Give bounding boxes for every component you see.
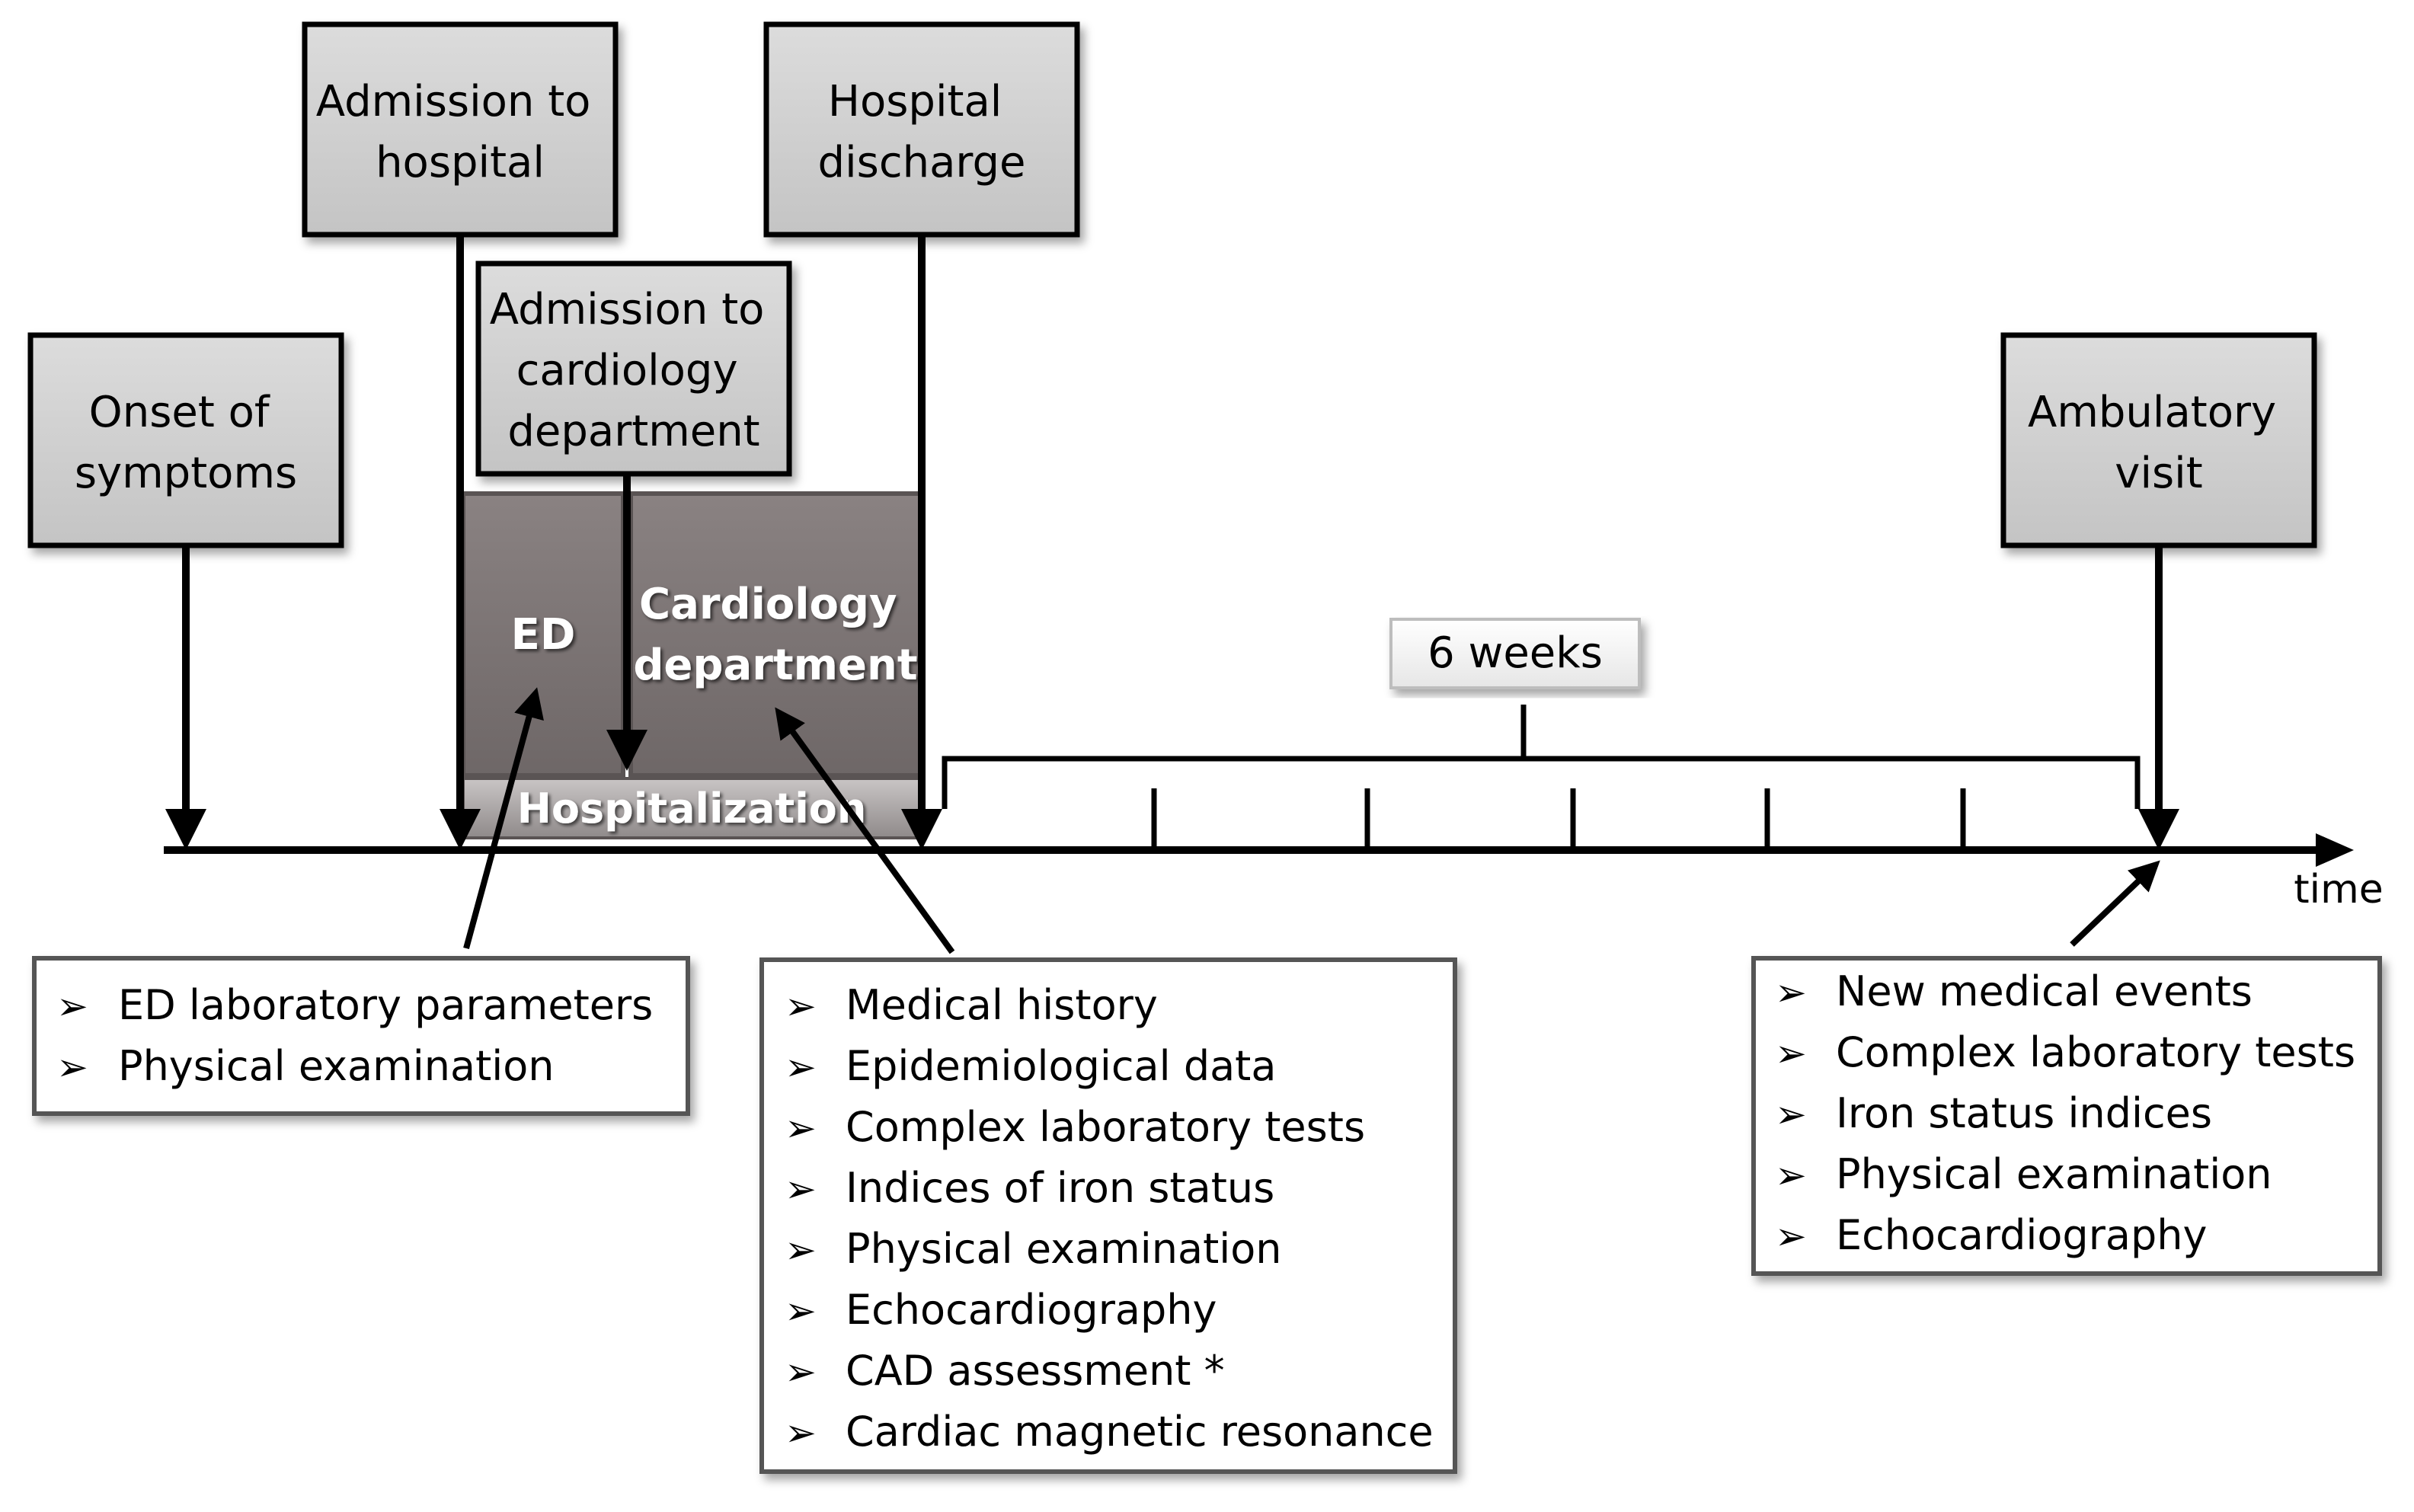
ambulatory-list-item: Iron status indices <box>1836 1089 2212 1137</box>
pointer-arrows <box>463 687 2160 954</box>
bullet-arrow-icon: ➢ <box>1775 1092 1807 1136</box>
bullet-arrow-icon: ➢ <box>56 984 88 1028</box>
ambulatory-list-item: Physical examination <box>1836 1150 2272 1198</box>
admission-hospital-arrow <box>440 235 481 850</box>
cardiology-list-item: Cardiac magnetic resonance <box>846 1408 1434 1456</box>
ambulatory-label-line2: visit <box>2115 449 2202 498</box>
ambulatory-label-line1: Ambulatory <box>2028 388 2276 437</box>
milestone-arrows <box>165 235 2179 850</box>
admission-cardiology-label-line1: Admission to <box>490 285 765 334</box>
bullet-arrow-icon: ➢ <box>785 1167 817 1211</box>
ed-list-box: ➢ ED laboratory parameters ➢ Physical exami… <box>32 956 690 1116</box>
bullet-arrow-icon: ➢ <box>785 1289 817 1333</box>
cardiology-list-item: CAD assessment * <box>846 1347 1225 1395</box>
admission-cardiology-label-line3: department <box>507 407 759 456</box>
cardiology-list-item: Medical history <box>846 981 1158 1029</box>
discharge-label-line2: discharge <box>818 138 1026 187</box>
cardiology-pointer-arrow <box>775 707 955 954</box>
cardiology-list-box: ➢ Medical history ➢ Epidemiological data ➢ Co… <box>759 957 1457 1474</box>
milestone-admission-cardiology: Admission to cardiology department <box>475 261 792 477</box>
admission-hospital-label-line1: Admission to <box>316 77 591 126</box>
admission-hospital-label-line2: hospital <box>376 138 545 187</box>
cardiology-phase-label-line1: Cardiology <box>639 580 897 629</box>
onset-label-line1: Onset of <box>89 388 270 437</box>
six-week-bracket <box>942 705 2141 847</box>
ambulatory-list-item: Complex laboratory tests <box>1836 1028 2355 1076</box>
bullet-arrow-icon: ➢ <box>56 1045 88 1089</box>
ed-phase-label: ED <box>511 610 576 660</box>
milestone-onset: Onset of symptoms <box>27 332 344 548</box>
bullet-arrow-icon: ➢ <box>1775 1031 1807 1076</box>
bullet-arrow-icon: ➢ <box>1775 1214 1807 1258</box>
cardiology-phase-label: Cardiology department <box>633 580 917 690</box>
ed-list: ➢ ED laboratory parameters ➢ Physical exami… <box>56 981 653 1090</box>
hospitalization-bar <box>462 777 922 839</box>
timeline-axis: time <box>164 833 2384 913</box>
bullet-arrow-icon: ➢ <box>785 1106 817 1150</box>
cardiology-list-item: Epidemiological data <box>846 1042 1276 1090</box>
cardiology-list-item: Physical examination <box>846 1225 1282 1273</box>
bullet-arrow-icon: ➢ <box>785 1228 817 1272</box>
admission-hospital-label: Admission to hospital <box>316 77 604 187</box>
discharge-label-line1: Hospital <box>828 77 1002 126</box>
discharge-label: Hospital discharge <box>818 77 1026 187</box>
admission-cardiology-arrow <box>606 474 647 771</box>
bullet-arrow-icon: ➢ <box>1775 970 1807 1015</box>
ambulatory-arrow <box>2138 545 2179 850</box>
time-axis-label: time <box>2294 867 2383 913</box>
bullet-arrow-icon: ➢ <box>785 1350 817 1394</box>
bullet-arrow-icon: ➢ <box>785 1045 817 1089</box>
bullet-arrow-icon: ➢ <box>785 1411 817 1455</box>
ambulatory-list: ➢ New medical events ➢ Complex laboratory t… <box>1775 967 2355 1259</box>
hospital-phases: ED Cardiology department Hospitalization <box>461 491 922 839</box>
ed-list-item: ED laboratory parameters <box>118 981 653 1029</box>
cardiology-list-item: Indices of iron status <box>846 1164 1274 1212</box>
hospitalization-label: Hospitalization <box>517 785 867 833</box>
six-weeks-label-box: 6 weeks <box>1389 618 1641 689</box>
milestone-ambulatory: Ambulatory visit <box>2000 332 2317 548</box>
discharge-arrow <box>901 235 942 850</box>
cardiology-phase-block <box>628 491 922 778</box>
ambulatory-list-item: New medical events <box>1836 967 2253 1015</box>
milestone-admission-hospital: Admission to hospital <box>302 21 619 238</box>
ambulatory-list-item: Echocardiography <box>1836 1211 2207 1259</box>
time-axis-arrowhead <box>2316 833 2354 867</box>
onset-label: Onset of symptoms <box>75 388 297 498</box>
cardiology-list-item: Complex laboratory tests <box>846 1103 1365 1151</box>
milestone-discharge: Hospital discharge <box>763 21 1080 238</box>
bullet-arrow-icon: ➢ <box>1775 1153 1807 1197</box>
ed-list-item: Physical examination <box>118 1042 555 1090</box>
six-weeks-label: 6 weeks <box>1428 628 1603 678</box>
onset-arrow <box>165 545 206 850</box>
ed-phase-block <box>461 491 625 778</box>
ambulatory-list-box: ➢ New medical events ➢ Complex laboratory t… <box>1751 956 2382 1276</box>
admission-cardiology-label-line2: cardiology <box>516 346 738 395</box>
ambulatory-pointer-arrow <box>2070 860 2160 947</box>
admission-cardiology-label: Admission to cardiology department <box>490 285 778 456</box>
ambulatory-label: Ambulatory visit <box>2028 388 2290 498</box>
cardiology-phase-label-line2: department <box>633 641 917 690</box>
cardiology-list-item: Echocardiography <box>846 1286 1217 1334</box>
cardiology-list: ➢ Medical history ➢ Epidemiological data ➢ Co… <box>785 981 1434 1456</box>
onset-label-line2: symptoms <box>75 449 297 498</box>
ed-pointer-arrow <box>463 687 544 950</box>
bullet-arrow-icon: ➢ <box>785 984 817 1028</box>
bracket-line <box>942 756 2141 809</box>
